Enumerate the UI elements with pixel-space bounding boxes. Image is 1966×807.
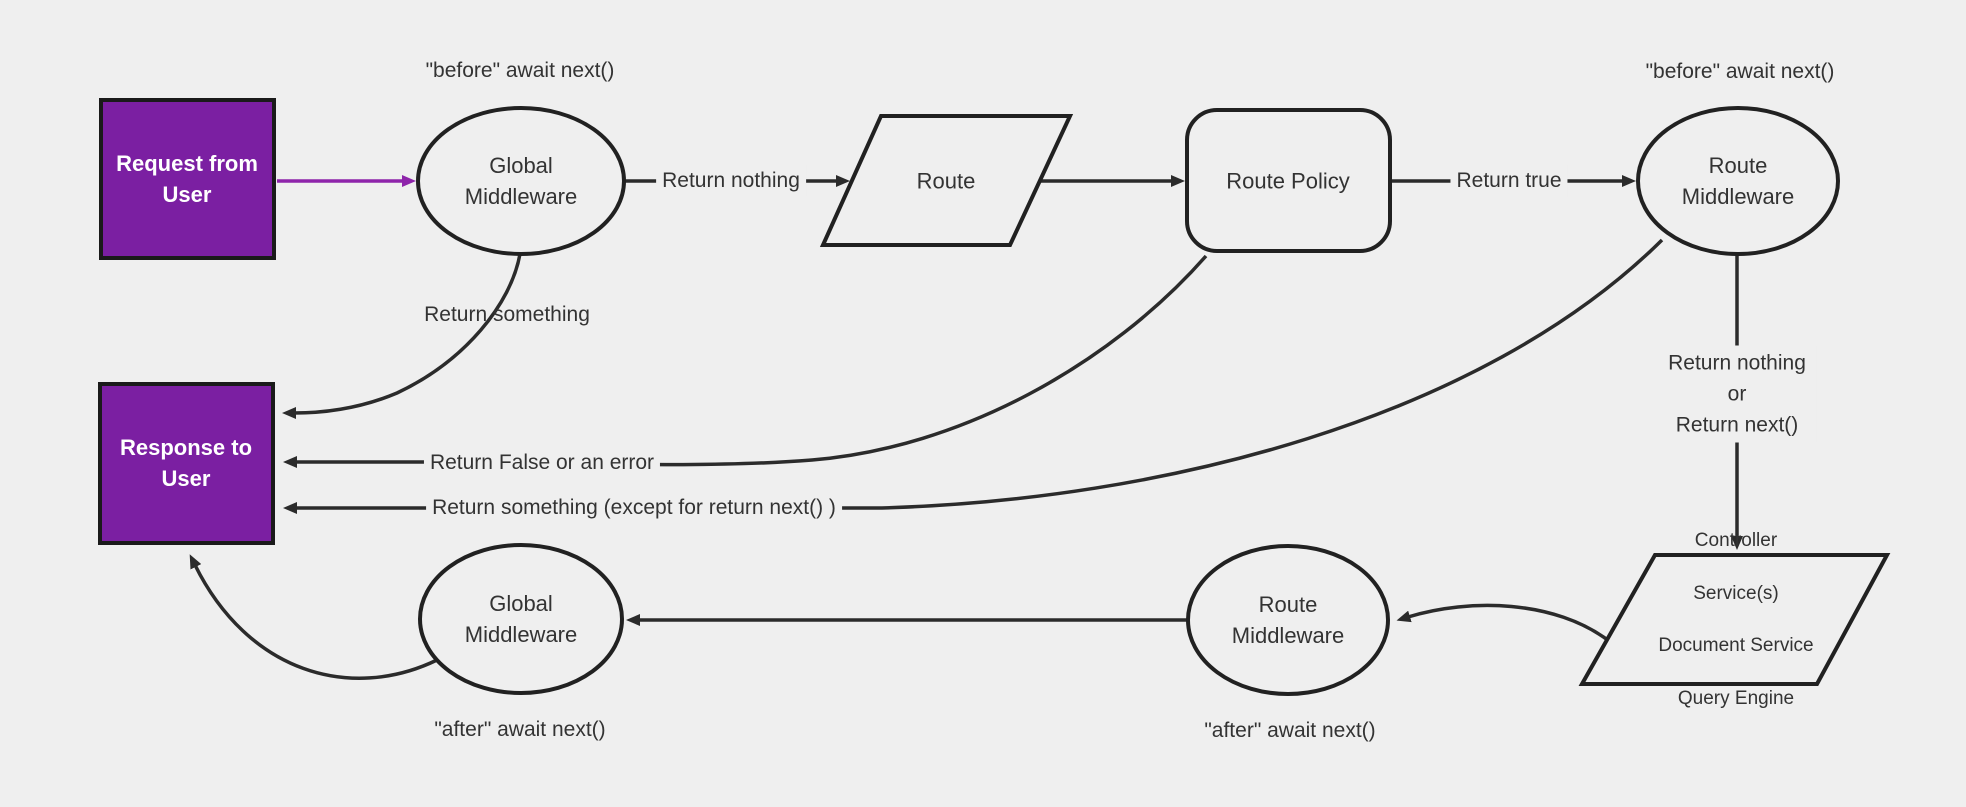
edge-return-something-except-to-response — [283, 238, 1664, 514]
controller-line-1: Controller — [1694, 530, 1778, 552]
global-middleware-bottom-label: Global Middleware — [464, 590, 578, 647]
edge-global-middleware-bottom-to-response — [189, 554, 438, 680]
return-false-or-error-label: Return False or an error — [423, 446, 661, 480]
route-middleware-top-label: Route Middleware — [1681, 152, 1795, 209]
before-await-next-right-label: "before" await next() — [1645, 59, 1835, 83]
controller-line-2: Service(s) — [1693, 582, 1779, 604]
route-label: Route — [916, 168, 976, 194]
route-policy-box — [1185, 108, 1392, 253]
return-nothing-or-line-1: Return nothing — [1668, 351, 1806, 375]
controller-parallelogram — [1578, 553, 1891, 686]
before-await-next-left-label: "before" await next() — [425, 58, 615, 82]
controller-label: Controller Service(s) Document Service Q… — [1658, 502, 1813, 738]
route-parallelogram — [819, 114, 1074, 247]
route-middleware-bottom-label: Route Middleware — [1231, 591, 1345, 648]
controller-line-4: Query Engine — [1677, 687, 1795, 709]
return-nothing-or-line-2: or — [1727, 382, 1747, 406]
return-nothing-or-next-label: Return nothing or Return next() — [1658, 345, 1816, 443]
route-middleware-bottom-ellipse — [1186, 544, 1390, 696]
route-middleware-top-ellipse — [1636, 106, 1840, 256]
return-something-except-label: Return something (except for return next… — [426, 491, 842, 525]
return-nothing-label: Return nothing — [656, 164, 806, 198]
route-policy-label: Route Policy — [1226, 168, 1350, 194]
response-to-user-label: Response to User — [119, 434, 253, 491]
after-await-next-right-label: "after" await next() — [1204, 718, 1376, 742]
return-true-label: Return true — [1450, 164, 1568, 198]
controller-line-3: Document Service — [1658, 635, 1814, 657]
edge-return-false-to-response — [283, 254, 1208, 468]
request-from-user-label: Request from User — [116, 150, 258, 207]
edge-controller-to-route-middleware-bottom — [1396, 603, 1611, 643]
global-middleware-bottom-ellipse — [418, 543, 624, 695]
global-middleware-top-ellipse — [416, 106, 626, 256]
global-middleware-top-label: Global Middleware — [464, 152, 578, 209]
return-nothing-or-line-3: Return next() — [1675, 413, 1799, 437]
edge-return-something-to-response — [282, 253, 522, 419]
after-await-next-left-label: "after" await next() — [434, 717, 606, 741]
request-from-user-box — [99, 98, 276, 260]
return-something-label: Return something — [424, 302, 590, 326]
response-to-user-box — [98, 382, 275, 545]
